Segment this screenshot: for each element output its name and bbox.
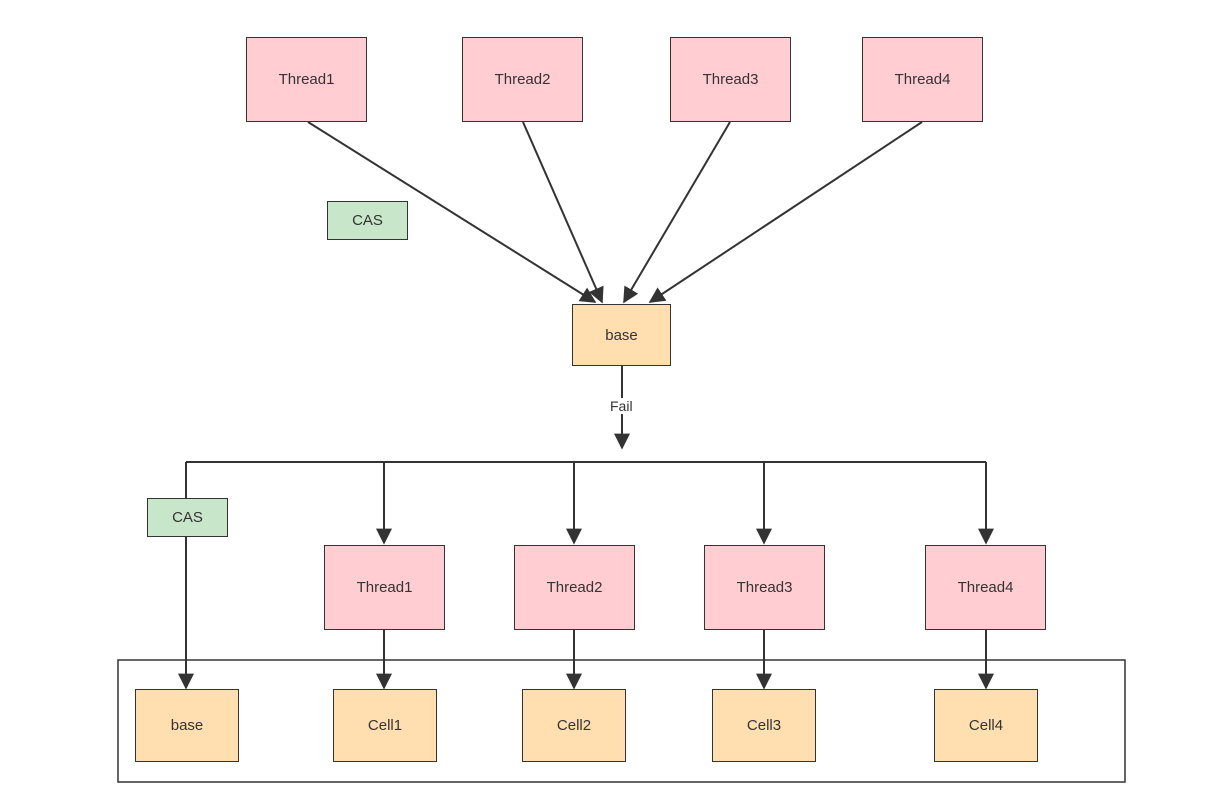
- bottom-thread1[interactable]: Thread1: [324, 545, 445, 630]
- edge-top-thread4-base: [648, 121, 923, 303]
- edge-top-thread2-base: [522, 121, 604, 304]
- bottom-thread4[interactable]: Thread4: [925, 545, 1046, 630]
- cell-1[interactable]: Cell1: [333, 689, 437, 762]
- top-thread4[interactable]: Thread4: [862, 37, 983, 122]
- cell-base[interactable]: base: [135, 689, 239, 762]
- bottom-cas-label: CAS: [147, 498, 228, 537]
- top-thread1[interactable]: Thread1: [246, 37, 367, 122]
- top-thread2[interactable]: Thread2: [462, 37, 583, 122]
- top-base[interactable]: base: [572, 304, 671, 366]
- edge-top-thread3-base: [623, 121, 731, 304]
- fail-label: Fail: [608, 398, 635, 414]
- edge-top-thread1-base: [307, 121, 597, 303]
- cell-4[interactable]: Cell4: [934, 689, 1038, 762]
- bottom-thread2[interactable]: Thread2: [514, 545, 635, 630]
- bottom-thread3[interactable]: Thread3: [704, 545, 825, 630]
- cell-2[interactable]: Cell2: [522, 689, 626, 762]
- top-cas-label: CAS: [327, 201, 408, 240]
- cell-3[interactable]: Cell3: [712, 689, 816, 762]
- top-thread3[interactable]: Thread3: [670, 37, 791, 122]
- cells-container: [117, 659, 1126, 783]
